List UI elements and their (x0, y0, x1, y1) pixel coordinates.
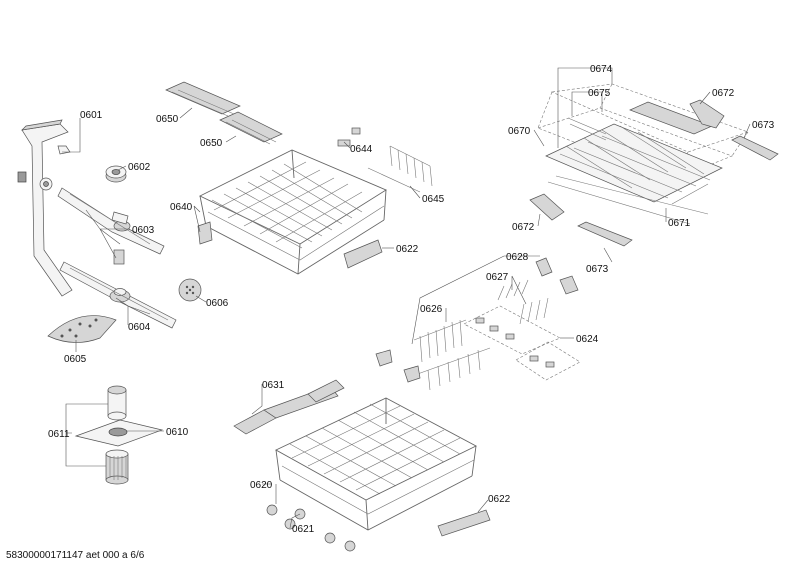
leader-lines (62, 67, 751, 529)
tine-rack-0645 (367, 145, 433, 193)
cup-rack-0631 (233, 379, 345, 435)
nut-0602 (105, 165, 127, 183)
tine-0627 (497, 279, 549, 325)
label-0605: 0605 (64, 354, 87, 365)
label-0674: 0674 (590, 64, 613, 75)
handle-0622a (343, 239, 383, 269)
cup-rack-0650a (165, 81, 241, 117)
label-0606: 0606 (206, 298, 229, 309)
upper-spray-arm-0603 (57, 187, 165, 265)
label-0673-upper: 0673 (752, 120, 775, 131)
label-0640: 0640 (170, 202, 193, 213)
label-0622-lower: 0622 (488, 494, 511, 505)
tine-0626 (411, 319, 491, 391)
wheels-0621 (294, 508, 356, 552)
label-0645: 0645 (422, 194, 445, 205)
label-0628: 0628 (506, 252, 529, 263)
tine-0628 (375, 257, 579, 383)
wheels-0620 (266, 504, 296, 530)
label-0601: 0601 (80, 110, 103, 121)
label-0673-lower: 0673 (586, 264, 609, 275)
label-0611: 0611 (48, 429, 70, 440)
filter-plate-0605 (47, 315, 117, 343)
label-0670: 0670 (508, 126, 531, 137)
rail-0672b (529, 193, 565, 221)
part-labels: 0601 0602 0603 0604 0605 0606 0610 0611 … (48, 64, 775, 535)
label-0650-upper: 0650 (156, 114, 179, 125)
strip-0673b (577, 221, 633, 247)
label-0671: 0671 (668, 218, 691, 229)
sump-filter-0610 (74, 385, 164, 447)
label-0644: 0644 (350, 144, 373, 155)
label-0620: 0620 (250, 480, 273, 491)
label-0626: 0626 (420, 304, 443, 315)
label-0604: 0604 (128, 322, 151, 333)
handle-0622b (437, 509, 491, 537)
rail-0672a (689, 99, 725, 129)
clip-0644 (337, 127, 361, 147)
lower-spray-arm-0604 (59, 261, 177, 329)
round-filter-0606 (178, 278, 202, 302)
drawing-footer: 58300000171147 aet 000 a 6/6 (6, 550, 145, 561)
upper-basket-0640 (197, 149, 387, 275)
clips-0624 (463, 305, 581, 381)
label-0672-upper: 0672 (712, 88, 735, 99)
label-0675: 0675 (588, 88, 611, 99)
label-0672-lower: 0672 (512, 222, 535, 233)
label-0610: 0610 (166, 427, 189, 438)
lower-basket (275, 397, 477, 531)
micro-filter-0611 (105, 449, 129, 485)
label-0631: 0631 (262, 380, 285, 391)
label-0627: 0627 (486, 272, 509, 283)
label-0602: 0602 (128, 162, 151, 173)
third-rack-0670 (537, 83, 749, 203)
strip-0673a (731, 135, 779, 161)
cup-rack-0650b (219, 111, 283, 145)
label-0650-lower: 0650 (200, 138, 223, 149)
label-0621: 0621 (292, 524, 315, 535)
support-0671 (547, 175, 709, 225)
label-0603: 0603 (132, 225, 155, 236)
label-0622-upper: 0622 (396, 244, 419, 255)
label-0624: 0624 (576, 334, 599, 345)
